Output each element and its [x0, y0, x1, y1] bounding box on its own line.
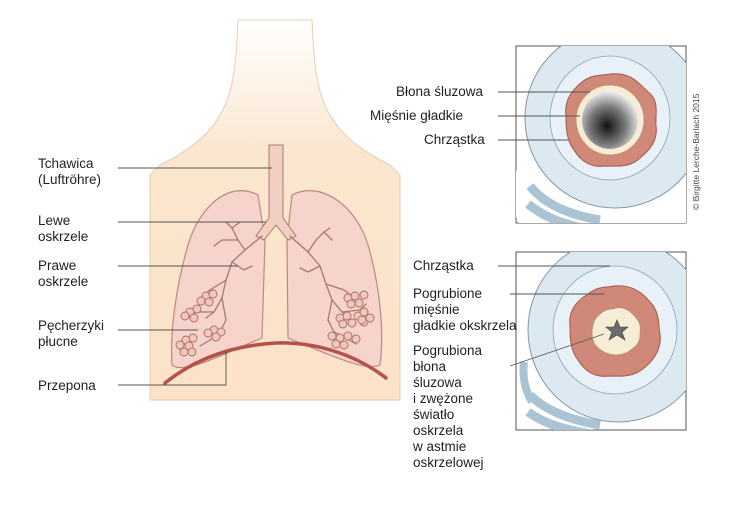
copyright-text: © Birgitte Lerche-Barlach 2015 [691, 93, 701, 210]
leader-lines-right [498, 91, 610, 367]
label-cartilage-bottom: Chrząstka [413, 258, 474, 273]
label-alveoli: Pęcherzyki płucne [38, 318, 105, 349]
label-cartilage-top: Chrząstka [424, 132, 485, 147]
healthy-bronchus-panel [515, 45, 687, 224]
label-left-bronchus: Lewe oskrzele [38, 213, 89, 244]
alveoli-cluster [175, 333, 198, 357]
alveoli-clusters [175, 289, 375, 357]
left-lung [286, 190, 383, 368]
label-mucosa: Błona śluzowa [396, 84, 484, 99]
label-thickened-muscle: Pogrubione mięśnie gładkie okskrzela [413, 286, 517, 333]
trachea-shape [255, 144, 297, 241]
alveoli-cluster [327, 331, 361, 350]
right-lung [170, 190, 266, 369]
asthma-bronchus-panel [515, 251, 687, 431]
diaphragm-line [163, 341, 388, 385]
alveoli-cluster [343, 290, 369, 309]
label-smooth-muscle: Mięśnie gładkie [370, 108, 464, 123]
alveoli-cluster [357, 307, 375, 325]
label-diaphragm: Przepona [38, 378, 96, 393]
alveoli-cluster [203, 325, 226, 342]
label-trachea: Tchawica (Luftröhre) [38, 156, 102, 187]
leader-lines-left [118, 167, 272, 386]
alveoli-cluster [180, 304, 202, 323]
label-thickened-mucosa: Pogrubiona błona śluzowa i zwężone świat… [413, 343, 484, 470]
label-right-bronchus: Prawe oskrzele [38, 258, 89, 289]
alveoli-cluster [196, 289, 218, 307]
